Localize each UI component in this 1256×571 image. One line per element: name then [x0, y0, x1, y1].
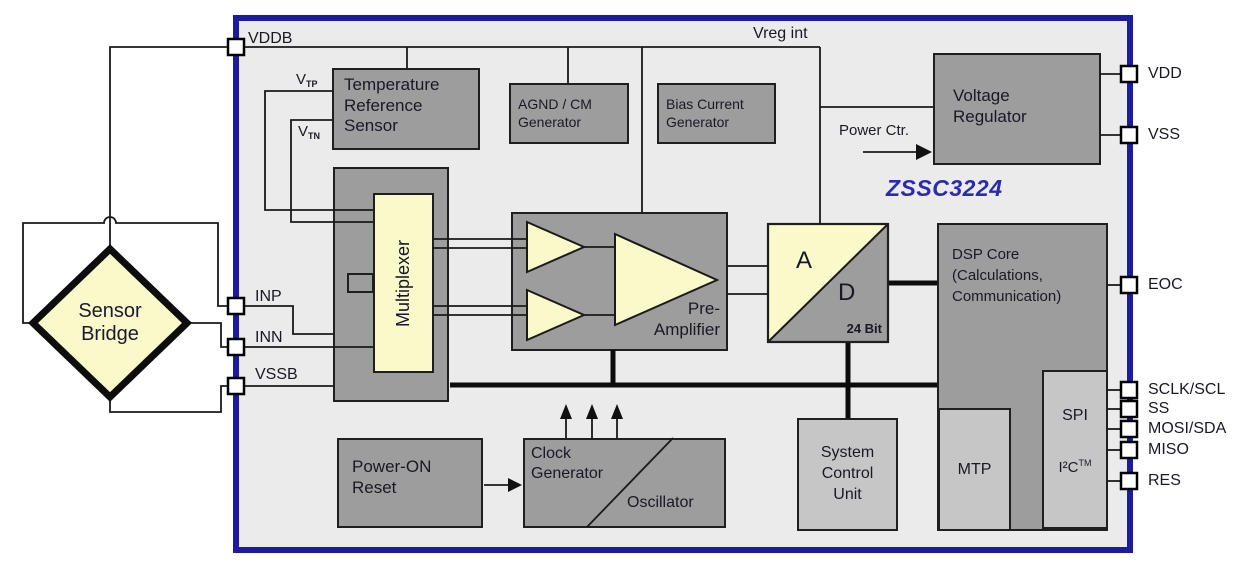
- multiplexer-input-notch: [347, 273, 374, 293]
- bias-current-generator-label: Bias Current Generator: [666, 96, 744, 131]
- pin-label-mosi-sda: MOSI/SDA: [1148, 420, 1227, 437]
- adc-a-label: A: [796, 247, 813, 274]
- pin-label-eoc: EOC: [1148, 276, 1183, 293]
- bias-current-generator-block: [657, 83, 776, 144]
- pin-label-ss: SS: [1148, 400, 1170, 417]
- power-ctr-label: Power Ctr.: [839, 122, 910, 139]
- vtn-sub: TN: [308, 131, 321, 141]
- power-on-reset-label: Power-ON Reset: [352, 457, 432, 497]
- voltage-regulator-label: Voltage Regulator: [953, 86, 1027, 126]
- pin-label-inn: INN: [255, 329, 283, 346]
- adc-bits-label: 24 Bit: [846, 321, 882, 336]
- pin-label-vssb: VSSB: [255, 366, 298, 383]
- i2c-label: I²CTM: [1042, 458, 1108, 477]
- adc-d-label: D: [838, 279, 856, 306]
- inn-bridge-wire: [186, 322, 228, 348]
- part-number-label: ZSSC3224: [886, 175, 1003, 201]
- pin-label-miso: MISO: [1148, 441, 1189, 458]
- spi-label: SPI: [1062, 407, 1088, 424]
- vtn-net-label: VTN: [298, 123, 320, 142]
- vtp-base: V: [296, 71, 307, 88]
- spi-i2c-block: [1042, 370, 1108, 529]
- pin-label-res: RES: [1148, 472, 1181, 489]
- pin-label-inp: INP: [255, 288, 282, 305]
- mtp-block: [938, 408, 1011, 531]
- multiplexer-label-wrap: Multiplexer: [373, 193, 434, 373]
- pre-amplifier-label: Pre- Amplifier: [653, 299, 720, 339]
- vtp-net-label: VTP: [296, 71, 318, 90]
- vddb-bridge-wire: [109, 46, 228, 249]
- sensor-bridge-label: Sensor Bridge: [78, 300, 142, 345]
- voltage-regulator-block: [933, 53, 1101, 165]
- multiplexer-label: Multiplexer: [393, 239, 413, 327]
- vssb-bridge-wire: [109, 385, 228, 413]
- oscillator-label: Oscillator: [627, 494, 694, 511]
- i2c-sup: TM: [1078, 458, 1092, 468]
- pin-label-vss: VSS: [1148, 126, 1181, 143]
- vtp-sub: TP: [306, 79, 318, 89]
- vddb-net-label: VDDB: [248, 30, 293, 47]
- system-control-unit-label: System Control Unit: [820, 444, 875, 503]
- vreg-int-net-label: Vreg int: [753, 25, 808, 42]
- dsp-core-label: DSP Core (Calculations, Communication): [952, 246, 1062, 305]
- agnd-cm-generator-label: AGND / CM Generator: [518, 96, 592, 131]
- vtn-base: V: [298, 123, 309, 140]
- multiplexer-inner-block: [373, 193, 434, 373]
- i2c-base: I²C: [1058, 459, 1079, 476]
- mtp-label: MTP: [957, 461, 992, 478]
- system-control-unit-block: [797, 418, 898, 531]
- power-on-reset-block: [337, 438, 483, 528]
- clock-generator-label: Clock Generator: [531, 445, 604, 482]
- temp-reference-sensor-label: Temperature Reference Sensor: [344, 75, 440, 136]
- pin-label-vdd: VDD: [1148, 65, 1182, 82]
- agnd-cm-generator-block: [509, 83, 629, 144]
- pin-label-sclk-scl: SCLK/SCL: [1148, 381, 1226, 398]
